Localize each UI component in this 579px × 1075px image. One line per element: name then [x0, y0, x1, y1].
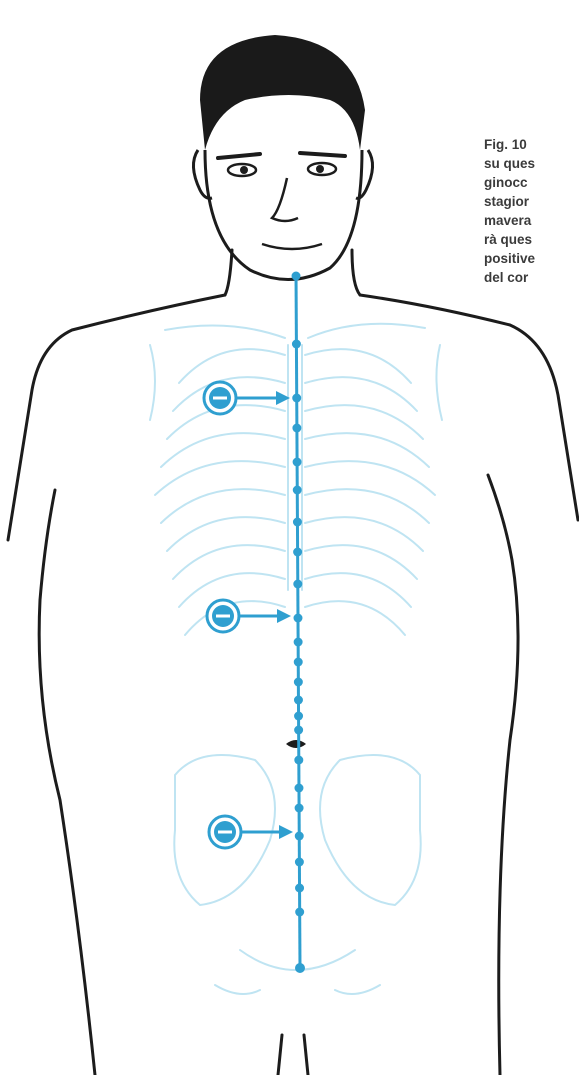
figure-caption: Fig. 10 su ques ginocc stagior mavera rà… [484, 135, 579, 287]
meridian-point [292, 394, 301, 403]
meridian-point [294, 658, 303, 667]
meridian-point [293, 614, 302, 623]
meridian-point [293, 548, 302, 557]
head [193, 35, 372, 280]
left-pupil [240, 166, 248, 174]
meridian-point [295, 963, 305, 973]
hair [200, 35, 365, 150]
caption-line: del cor [484, 268, 579, 287]
caption-line: Fig. 10 [484, 135, 579, 154]
meridian-point [295, 884, 304, 893]
meridian-point [293, 580, 302, 589]
right-eyebrow [300, 153, 345, 156]
meridian-point [293, 458, 302, 467]
right-shoulder-arm [360, 295, 578, 520]
meridian-point [295, 858, 304, 867]
meridian-point [295, 908, 304, 917]
left-torso-side [39, 490, 95, 1075]
ribs-right [305, 349, 435, 635]
meridian-point [294, 784, 303, 793]
left-inner-leg [278, 1035, 282, 1075]
meridian-point [294, 638, 303, 647]
caption-line: ginocc [484, 173, 579, 192]
caption-line: mavera [484, 211, 579, 230]
meridian-point [295, 832, 304, 841]
minus-sign [218, 831, 232, 834]
right-pupil [316, 165, 324, 173]
right-clavicle [308, 324, 425, 338]
meridian-point [292, 424, 301, 433]
rib [305, 601, 405, 635]
nose [272, 178, 298, 221]
caption-line: su ques [484, 154, 579, 173]
body-outline [8, 250, 578, 1075]
meridian-point [292, 340, 301, 349]
left-scapula [150, 345, 155, 420]
left-shoulder-arm [8, 295, 225, 540]
meridian-point [294, 696, 303, 705]
caption-line: positive [484, 249, 579, 268]
navel [286, 740, 306, 748]
arrow-right-icon [277, 609, 291, 623]
right-ear [356, 150, 373, 198]
right-scapula [436, 345, 442, 420]
meridian-point [293, 518, 302, 527]
left-clavicle [165, 326, 285, 339]
mouth [262, 244, 322, 249]
caption-line: stagior [484, 192, 579, 211]
hip-joints [215, 985, 380, 994]
left-eyebrow [218, 154, 260, 158]
meridian-point [294, 726, 303, 735]
neck-left [225, 250, 232, 295]
caption-line: rà ques [484, 230, 579, 249]
electrodes [204, 382, 293, 848]
neck-right [352, 250, 360, 295]
meridian-point [294, 678, 303, 687]
meridian-point [295, 804, 304, 813]
minus-sign [213, 397, 227, 400]
electrode [209, 816, 293, 848]
right-torso-side [488, 475, 518, 1075]
arrow-right-icon [279, 825, 293, 839]
meridian-point [293, 486, 302, 495]
meridian-point [292, 272, 301, 281]
right-inner-leg [304, 1035, 308, 1075]
minus-sign [216, 615, 230, 618]
right-pelvis [320, 755, 421, 905]
meridian-point [294, 712, 303, 721]
meridian-point [294, 756, 303, 765]
